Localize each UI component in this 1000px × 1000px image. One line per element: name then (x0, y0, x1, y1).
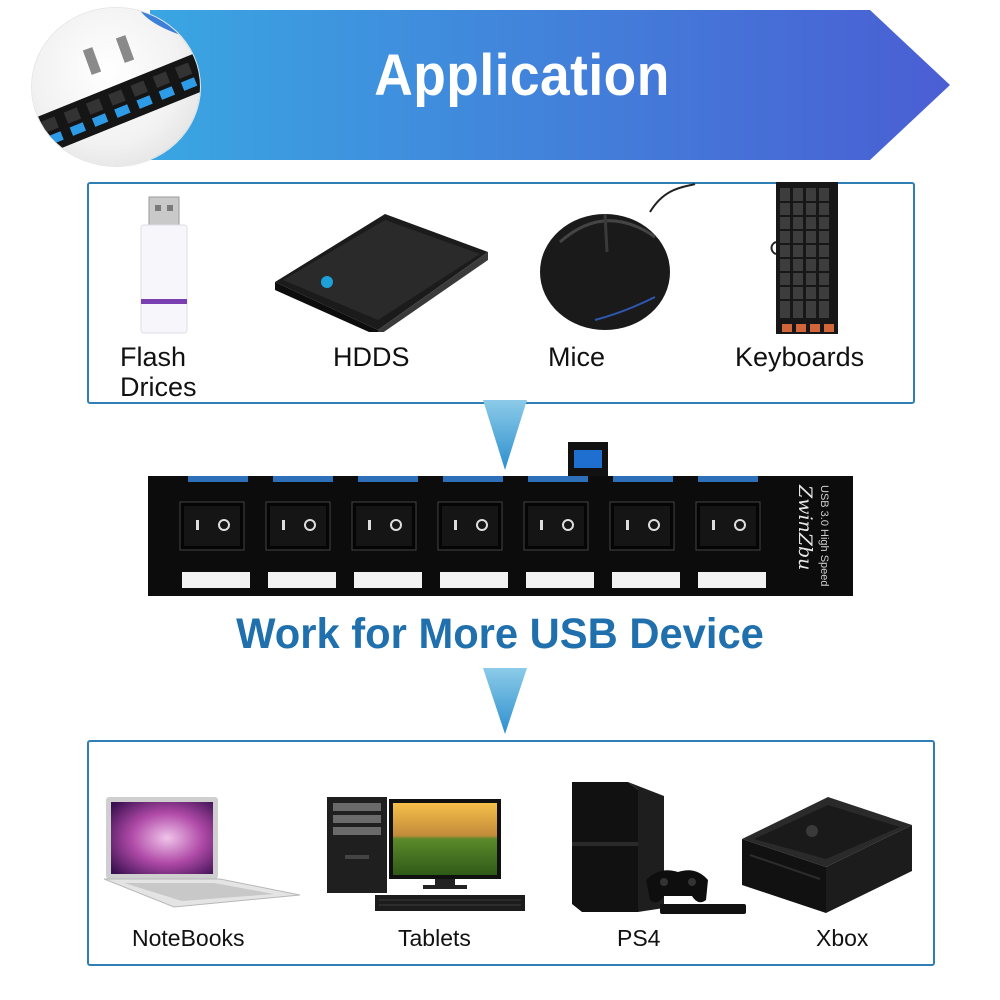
notebooks-label: NoteBooks (132, 925, 245, 951)
headline: Work for More USB Device (236, 610, 764, 658)
ps4-label: PS4 (617, 925, 661, 951)
arrow-down-icon (483, 668, 527, 734)
xbox-label: Xbox (816, 925, 869, 951)
hub-brand-text: ZwinZbu (794, 484, 816, 570)
hub-spec-text: USB 3.0 High Speed (818, 485, 830, 587)
flash-drive-icon (140, 196, 188, 334)
tablets-label: Tablets (398, 925, 471, 951)
ps4-icon (572, 782, 746, 914)
usb-hub-thumbnail (32, 8, 200, 166)
flash-drives-label: Flash Drices (120, 342, 197, 402)
application-banner (150, 10, 950, 160)
mice-label: Mice (548, 342, 606, 372)
hdds-label: HDDS (333, 342, 410, 372)
arrow-down-icon (483, 400, 527, 470)
xbox-icon (742, 797, 912, 913)
flash-label-line1: Flash (120, 342, 187, 372)
flash-label-line2: Drices (120, 372, 197, 402)
external-hdd-icon (275, 214, 488, 332)
keyboards-label: Keyboards (735, 342, 865, 372)
mouse-icon (540, 183, 696, 330)
keyboard-icon (770, 182, 838, 334)
notebook-icon (104, 797, 301, 908)
banner-title: Application (374, 43, 670, 108)
usb-hub-image: ZwinZbu USB 3.0 High Speed (148, 442, 853, 596)
desktop-pc-icon (327, 797, 525, 911)
